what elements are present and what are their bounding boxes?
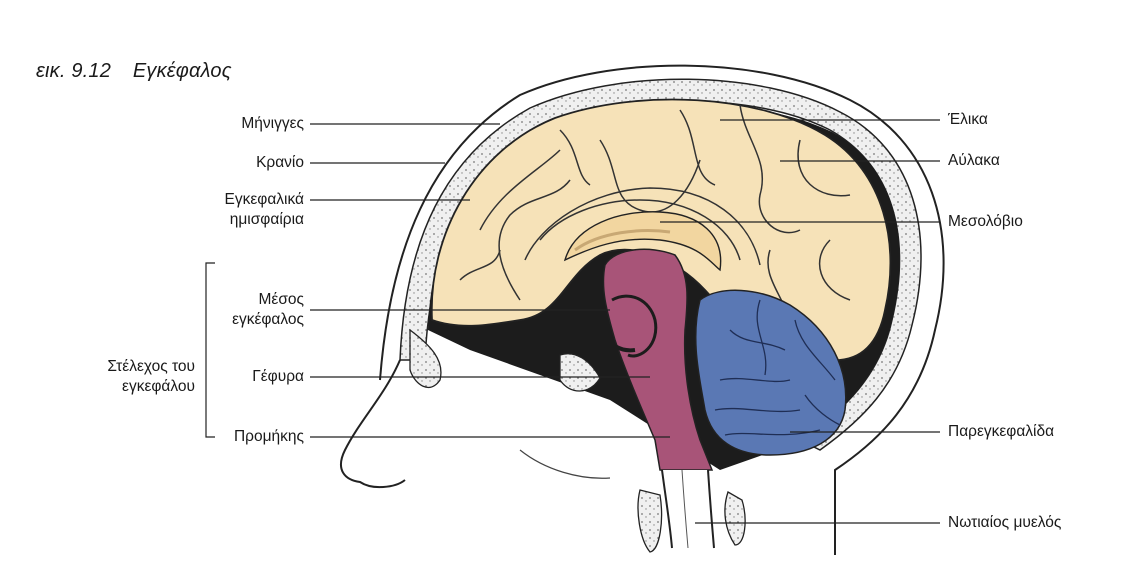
- leader-lines: [205, 119, 940, 524]
- corpus-callosum: [563, 211, 722, 272]
- brainstem: [602, 248, 714, 471]
- label-pons: Γέφυρα: [252, 368, 304, 385]
- label-medulla: Προμήκης: [233, 428, 304, 445]
- cerebellum: [695, 289, 847, 456]
- label-midbrain: Μέσος εγκέφαλος: [180, 290, 304, 330]
- label-gyrus: Έλικα: [948, 111, 988, 128]
- label-brainstem: Στέλεχος του εγκεφάλου: [60, 357, 195, 397]
- face-profile: [340, 359, 406, 488]
- label-meninges: Μήνιγγες: [241, 115, 304, 132]
- label-midbrain-line1: Μέσος: [258, 291, 304, 308]
- label-sulcus: Αύλακα: [948, 152, 1000, 169]
- label-midbrain-line2: εγκέφαλος: [232, 311, 304, 328]
- figure-title: Εγκέφαλος: [132, 60, 232, 82]
- figure-caption: εικ. 9.12 Εγκέφαλος: [36, 60, 232, 83]
- label-corpus-callosum: Μεσολόβιο: [948, 213, 1023, 230]
- label-hemispheres: Εγκεφαλικά ημισφαίρια: [180, 190, 304, 230]
- spinal-cord: [662, 470, 714, 548]
- label-spinal-cord: Νωτιαίος μυελός: [948, 514, 1062, 531]
- vertebra-right: [724, 491, 746, 546]
- label-skull: Κρανίο: [256, 154, 304, 171]
- vertebra-left: [637, 489, 663, 553]
- label-cerebellum: Παρεγκεφαλίδα: [948, 423, 1055, 440]
- label-hemispheres-line2: ημισφαίρια: [229, 211, 304, 228]
- label-brainstem-line1: Στέλεχος του: [107, 358, 195, 375]
- scalp-outline: [379, 64, 945, 555]
- label-brainstem-line2: εγκεφάλου: [122, 378, 195, 395]
- label-hemispheres-line1: Εγκεφαλικά: [224, 191, 304, 208]
- figure-number: εικ. 9.12: [36, 60, 112, 82]
